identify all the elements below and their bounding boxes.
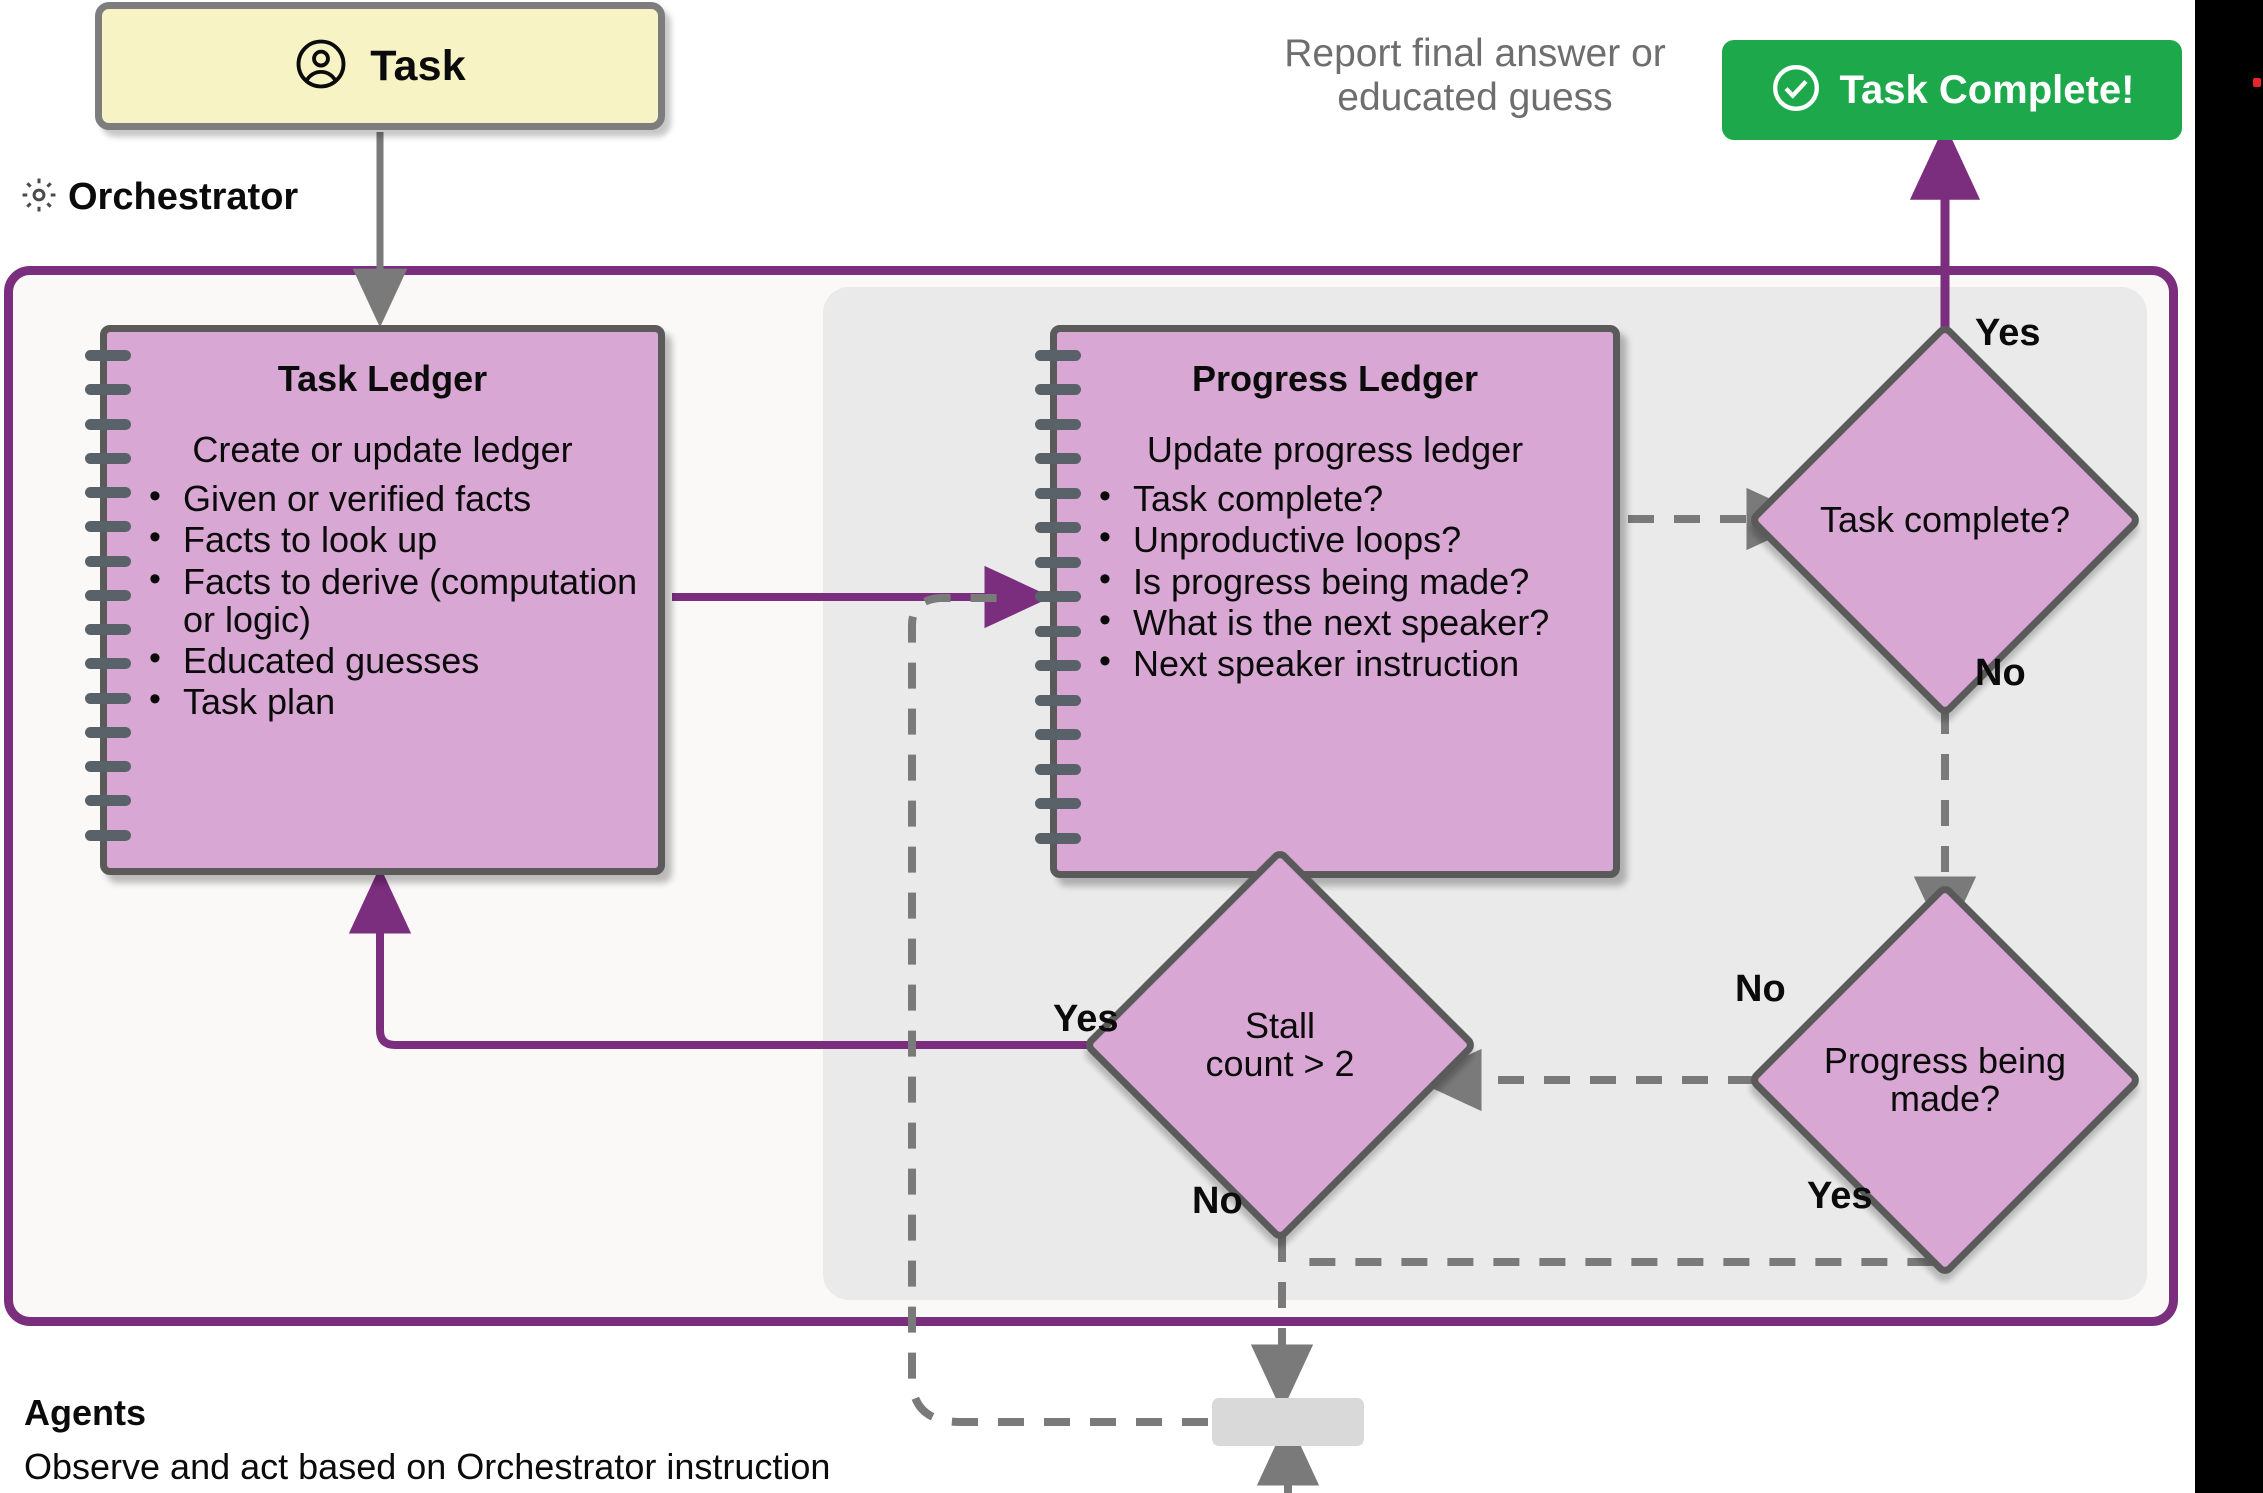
orchestrator-label: Orchestrator: [20, 176, 298, 219]
orchestrator-label-text: Orchestrator: [68, 176, 299, 218]
edge-label-progress-no: No: [1735, 968, 1786, 1010]
task-ledger-card[interactable]: Task Ledger Create or update ledger Give…: [85, 325, 665, 875]
notebook-rings-icon: [1035, 350, 1081, 853]
task-ledger-title: Task Ledger: [277, 358, 488, 399]
list-item: Task plan: [149, 681, 652, 721]
report-note-line1: Report final answer or: [1284, 32, 1666, 75]
progress-ledger-list: Task complete? Unproductive loops? Is pr…: [1057, 478, 1613, 683]
list-item: What is the next speaker?: [1099, 602, 1607, 642]
list-item: Given or verified facts: [149, 478, 652, 518]
notebook-rings-icon: [85, 350, 131, 850]
agents-title: Agents: [24, 1392, 147, 1433]
list-item: Facts to look up: [149, 519, 652, 559]
list-item: Unproductive loops?: [1099, 519, 1607, 559]
user-circle-icon: [294, 37, 348, 96]
report-note-line2: educated guess: [1337, 75, 1613, 119]
progress-ledger-subtitle: Update progress ledger: [1146, 429, 1524, 470]
edge-label-progress-yes: Yes: [1807, 1175, 1873, 1217]
list-item: Facts to derive (computation or logic): [149, 561, 652, 639]
task-complete-button[interactable]: Task Complete!: [1722, 40, 2182, 140]
right-black-strip: [2195, 0, 2263, 1493]
edge-label-task-complete-no: No: [1975, 652, 2026, 694]
gear-icon: [20, 176, 58, 219]
check-circle-icon: [1770, 62, 1822, 119]
task-ledger-subtitle: Create or update ledger: [192, 429, 573, 470]
red-dot-marker: [2253, 78, 2261, 87]
task-complete-button-label: Task Complete!: [1839, 67, 2135, 112]
edge-label-task-complete-yes: Yes: [1975, 312, 2041, 354]
progress-ledger-title: Progress Ledger: [1191, 358, 1479, 399]
task-card[interactable]: Task: [95, 2, 665, 130]
edge-label-stall-no: No: [1192, 1180, 1243, 1222]
list-item: Next speaker instruction: [1099, 643, 1607, 683]
agents-subtitle: Observe and act based on Orchestrator in…: [24, 1446, 831, 1487]
decision-task-complete[interactable]: Task complete?: [1747, 322, 2143, 718]
decision-stall-count[interactable]: Stall count > 2: [1082, 847, 1478, 1243]
agent-stub-box[interactable]: [1212, 1398, 1364, 1446]
list-item: Educated guesses: [149, 640, 652, 680]
progress-ledger-card[interactable]: Progress Ledger Update progress ledger T…: [1035, 325, 1620, 878]
edge-label-stall-yes: Yes: [1053, 998, 1119, 1040]
task-card-label: Task: [370, 41, 466, 90]
task-ledger-list: Given or verified facts Facts to look up…: [107, 478, 658, 721]
list-item: Task complete?: [1099, 478, 1607, 518]
list-item: Is progress being made?: [1099, 561, 1607, 601]
report-final-answer-note: Report final answer or educated guess: [1240, 32, 1710, 119]
